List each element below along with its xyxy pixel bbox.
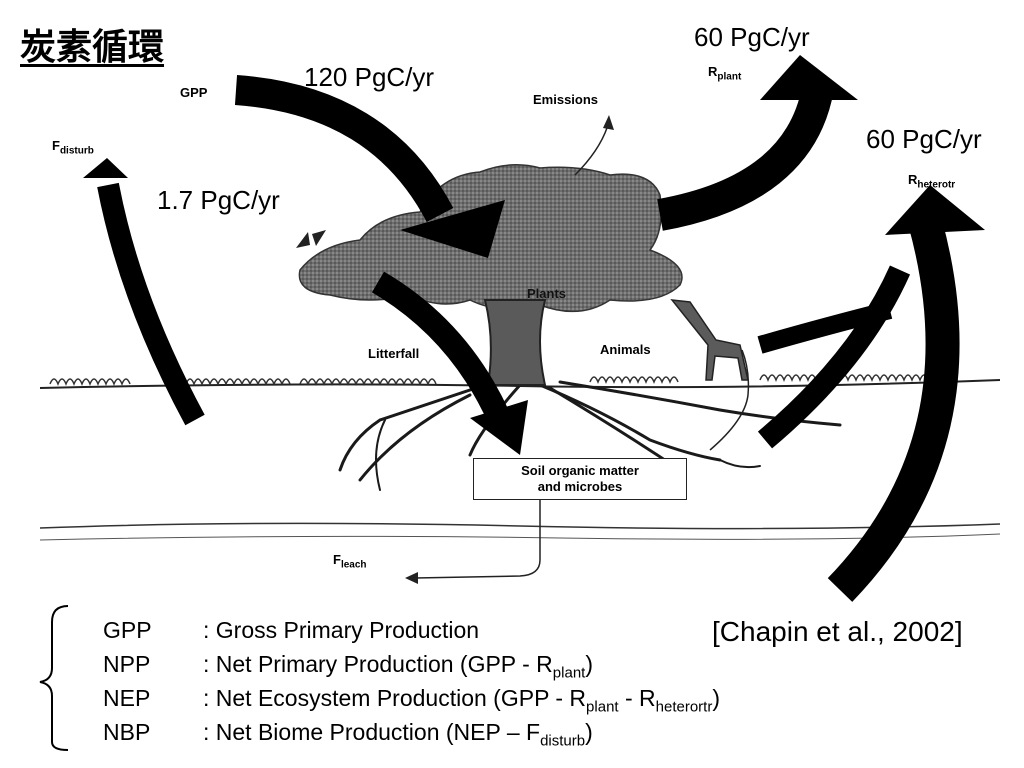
legend-desc-end: ) [585, 719, 593, 745]
giraffe-icon [670, 299, 749, 381]
rheterotr-flux-value: 60 PgC/yr [866, 124, 982, 154]
fdisturb-label: Fdisturb [52, 138, 94, 157]
legend-desc: : Net Ecosystem Production (GPP - R [203, 685, 587, 711]
rplant-arrow-shaft [657, 84, 834, 231]
tree-trunk [483, 299, 547, 386]
rheterotr-arrow-branch [757, 265, 911, 449]
rplant-arrowhead [760, 55, 858, 100]
emissions-label: Emissions [533, 92, 599, 107]
animals-label: Animals [600, 342, 651, 357]
animal-respiration-branch [757, 301, 893, 354]
litterfall-label: Litterfall [368, 346, 420, 361]
legend-abbr: GPP [103, 617, 152, 643]
soil-box-line-2: and microbes [537, 479, 623, 494]
litterfall-arrow-shaft [371, 271, 511, 425]
gpp-arrowhead [400, 200, 505, 258]
legend-desc: : Net Primary Production (GPP - R [203, 651, 553, 677]
emissions-arrow [574, 124, 609, 176]
legend-sub: plant [586, 698, 619, 716]
rheterotr-arrowhead [885, 185, 985, 235]
legend-sub: plant [552, 664, 586, 682]
legend-desc-mid: - R [618, 685, 656, 711]
grass-tufts [49, 374, 937, 387]
leach-arrowhead [405, 572, 418, 584]
legend-row-npp: NPP : Net Primary Production (GPP - Rplan… [103, 647, 593, 691]
plants-label: Plants [527, 286, 567, 301]
soil-organic-matter-box: Soil organic matter and microbes [473, 458, 687, 500]
legend-row-nbp: NBP : Net Biome Production (NEP – Fdistur… [103, 715, 593, 759]
legend-desc-end: ) [712, 685, 721, 711]
soil-box-line-1: Soil organic matter [521, 463, 639, 478]
page-title: 炭素循環 [20, 27, 165, 68]
legend-abbr: NBP [103, 719, 151, 745]
soil-boundary-line-2 [39, 533, 1001, 541]
fleach-label: Fleach [333, 552, 367, 571]
legend-sub: disturb [540, 732, 586, 750]
legend-desc: : Net Biome Production (NEP – F [203, 719, 541, 745]
rheterotr-arrow-shaft [827, 217, 960, 602]
fdisturb-flux-value: 1.7 PgC/yr [157, 185, 280, 215]
fdisturb-arrow-shaft [97, 182, 205, 426]
rplant-flux-value: 60 PgC/yr [694, 22, 810, 52]
legend-desc: : Gross Primary Production [203, 617, 480, 643]
gpp-flux-value: 120 PgC/yr [304, 62, 435, 92]
citation: [Chapin et al., 2002] [712, 616, 963, 647]
legend-abbr: NPP [103, 651, 151, 677]
rplant-label: Rplant [708, 64, 742, 83]
emissions-arrowhead [603, 115, 614, 130]
animal-flux-curve [709, 349, 750, 451]
litterfall-arrowhead [470, 400, 528, 455]
legend-row-nep: NEP : Net Ecosystem Production (GPP - Rpl… [103, 681, 720, 725]
gpp-arrow-shaft [234, 75, 454, 223]
fdisturb-arrowhead [83, 158, 128, 178]
butterfly-icon [296, 230, 326, 248]
legend-row-gpp: GPP : Gross Primary Production [103, 613, 479, 647]
legend-sub: heterortr [655, 698, 713, 716]
legend-desc-end: ) [585, 651, 593, 677]
soil-boundary-line [39, 522, 1001, 530]
leach-arrow [414, 500, 541, 579]
legend-abbr: NEP [103, 685, 151, 711]
gpp-label: GPP [180, 85, 208, 100]
legend-brace [39, 605, 69, 751]
rheterotr-label: Rheterotr [908, 172, 956, 191]
